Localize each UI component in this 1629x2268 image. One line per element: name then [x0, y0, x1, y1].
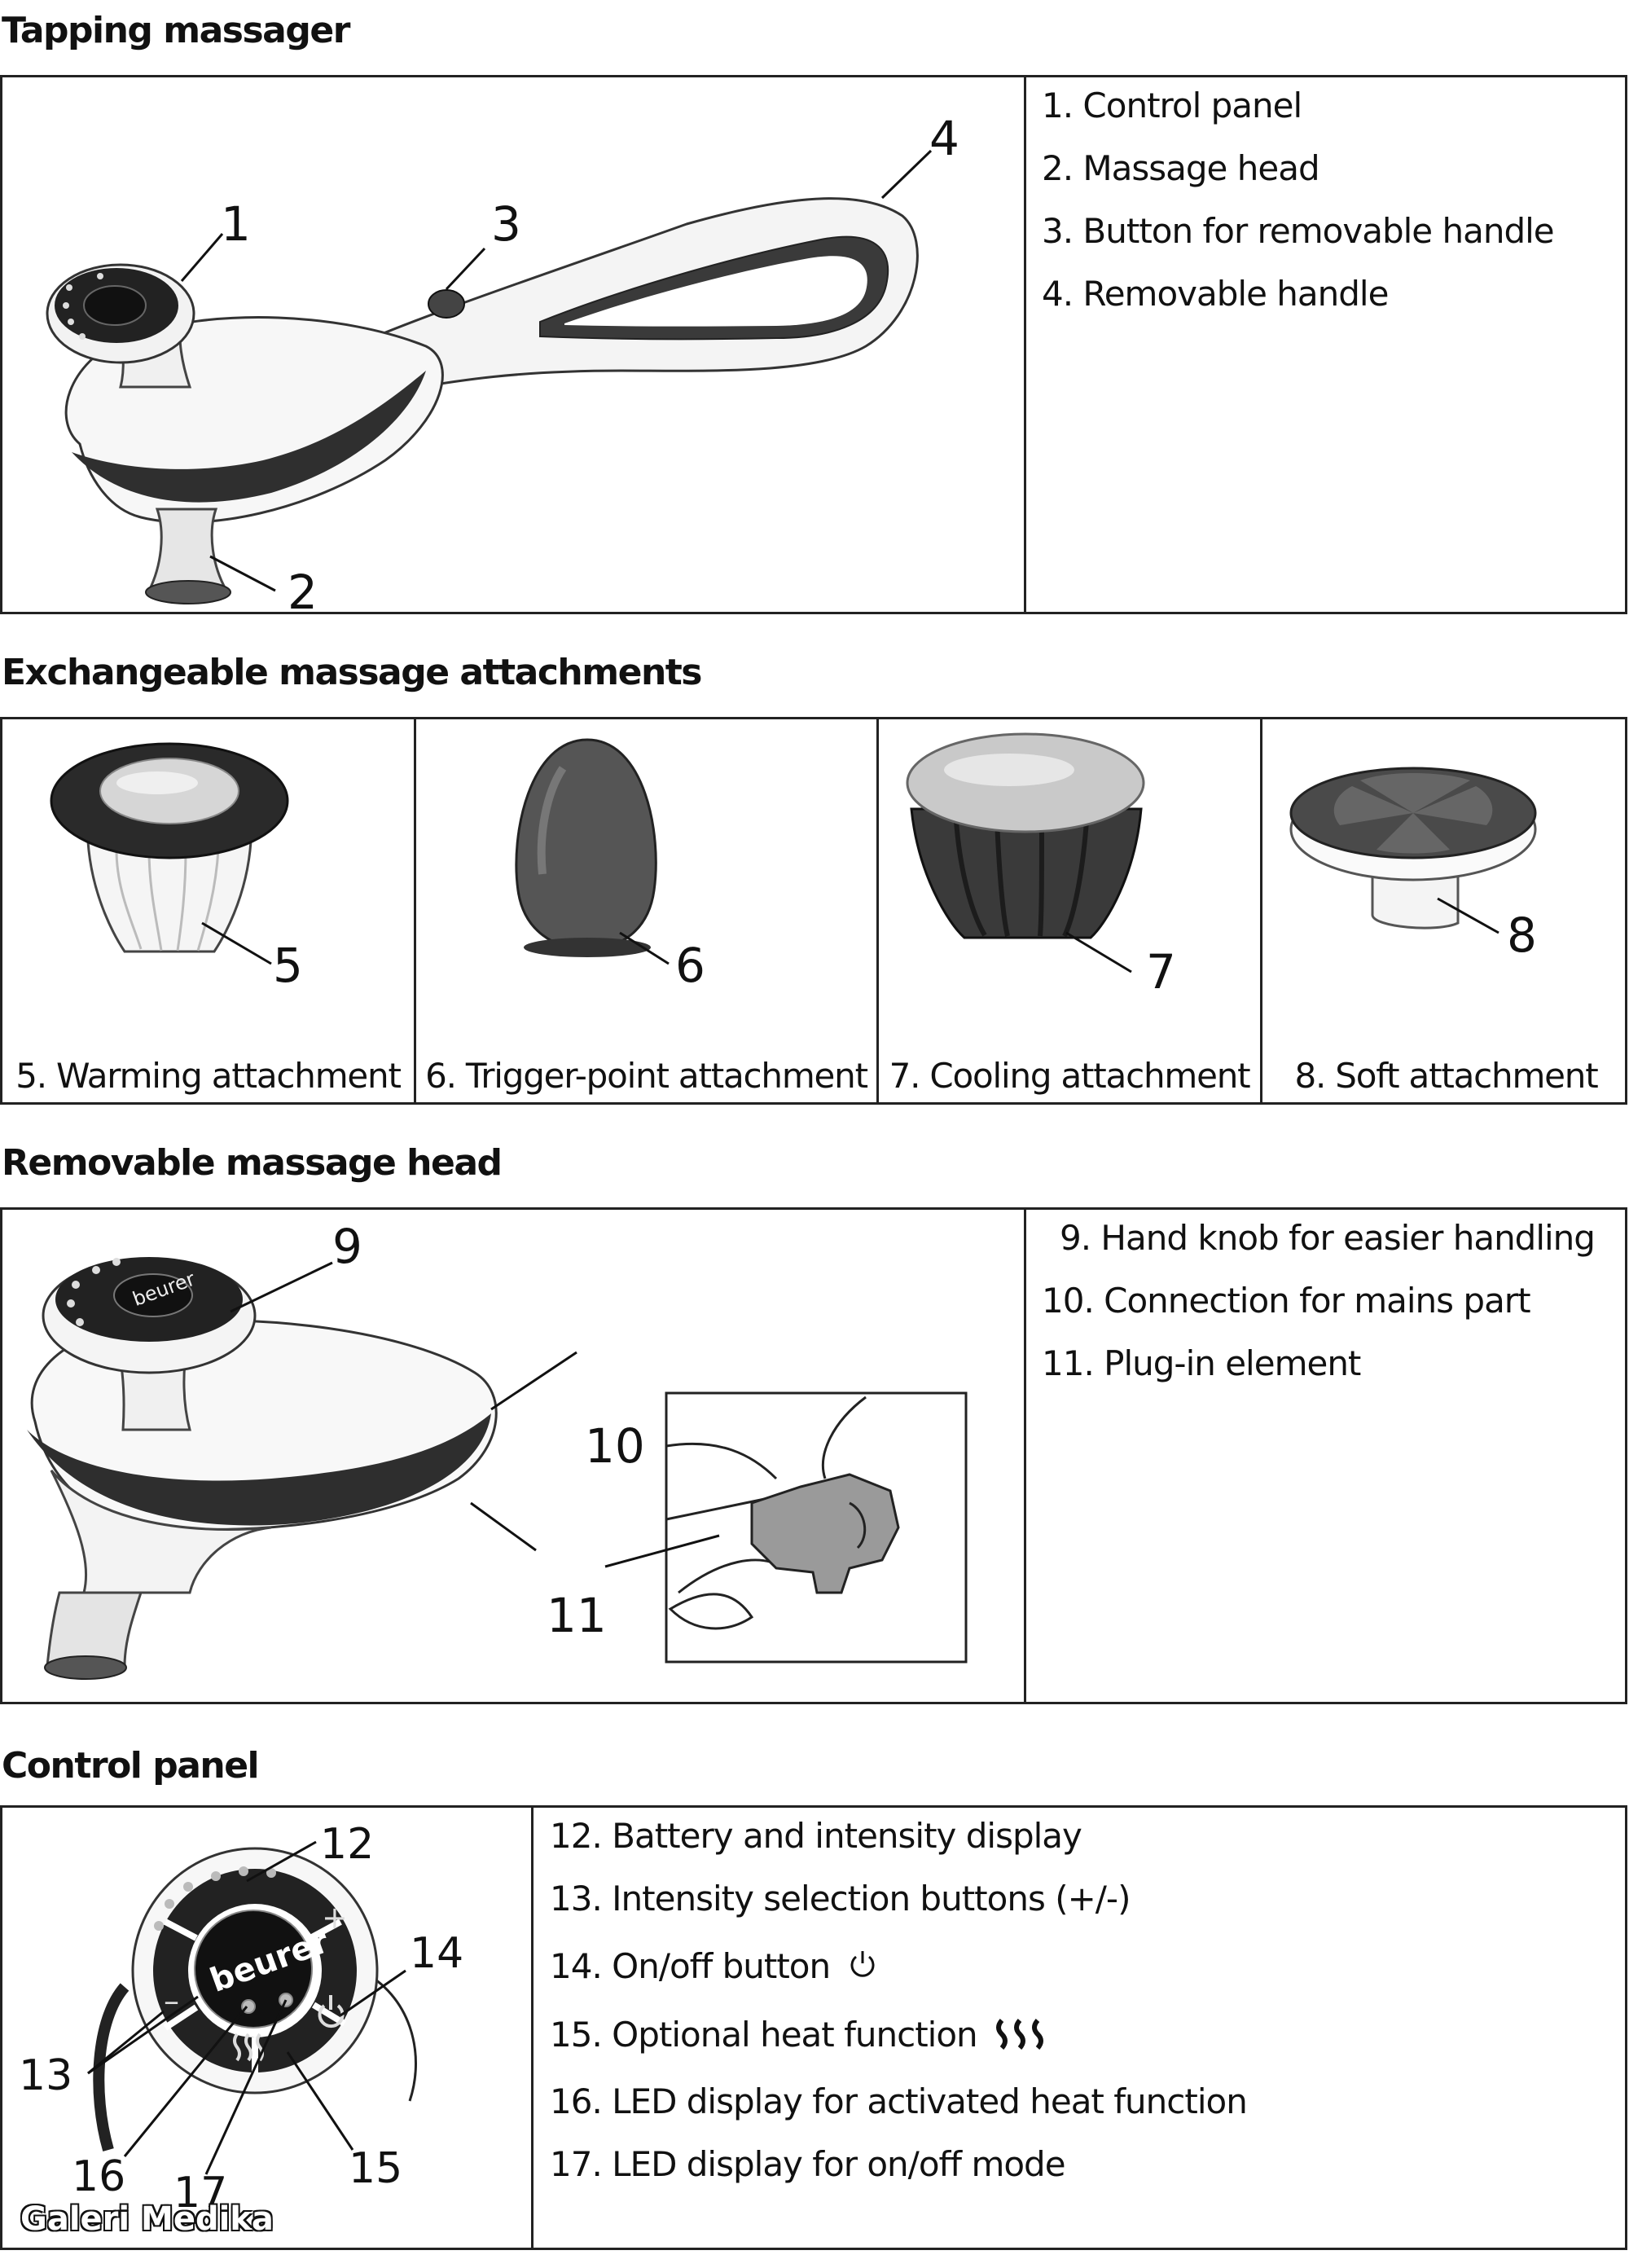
part-label: 12. Battery and intensity display — [550, 1816, 1082, 1856]
watermark: Galeri Medika — [20, 2200, 274, 2238]
soft-attachment-illustration: 8 — [1289, 767, 1537, 963]
attachment-caption: 5. Warming attachment — [15, 1056, 402, 1096]
trigger-point-attachment-illustration: 6 — [515, 738, 705, 993]
callout-14: 14 — [410, 1929, 463, 1978]
section-title-tapping-massager: Tapping massager — [2, 10, 350, 51]
part-label: 4. Removable handle — [1042, 274, 1389, 314]
callout-11: 11 — [547, 1588, 607, 1643]
part-label: 3. Button for removable handle — [1042, 211, 1555, 251]
part-label-with-icon: 14. On/off button — [550, 1946, 879, 1986]
callout-6: 6 — [675, 938, 705, 993]
part-label: 9. Hand knob for easier handling — [1060, 1218, 1596, 1258]
part-label: 13. Intensity selection buttons (+/-) — [550, 1879, 1131, 1919]
callout-13: 13 — [19, 2051, 72, 2100]
removable-head-panel: beurer 9 10 11 9. Hand knob for easier h… — [0, 1207, 1627, 1704]
callout-9: 9 — [332, 1219, 362, 1274]
attachment-warming: 5 5. Warming attachment — [2, 719, 414, 1102]
removable-head-illustration: beurer 9 10 11 — [27, 1219, 968, 1680]
attachment-cooling: 7 7. Cooling attachment — [879, 719, 1260, 1102]
callout-15: 15 — [349, 2144, 402, 2193]
tapping-massager-panel: 1 2 3 4 1. Control panel 2. Massage head… — [0, 75, 1627, 620]
callout-8: 8 — [1507, 908, 1537, 963]
tapping-massager-illustration: 1 2 3 4 — [46, 111, 959, 620]
minus-button-label: – — [164, 1983, 179, 2019]
callout-12: 12 — [320, 1820, 374, 1869]
part-label: 11. Plug-in element — [1042, 1343, 1361, 1383]
control-panel-panel: beurer + – — [0, 1805, 1627, 2250]
section-title-removable-head: Removable massage head — [2, 1142, 503, 1184]
heat-wave-icon — [996, 2019, 1043, 2050]
part-label: 10. Connection for mains part — [1042, 1281, 1531, 1321]
callout-7: 7 — [1146, 944, 1176, 1000]
part-label-with-icon: 15. Optional heat function — [550, 2015, 1049, 2055]
attachment-trigger-point: 6 6. Trigger-point attachment — [416, 719, 876, 1102]
callout-16: 16 — [72, 2152, 125, 2201]
section-title-attachments: Exchangeable massage attachments — [2, 652, 702, 693]
control-panel-illustration: beurer + – — [19, 1820, 463, 2217]
callout-10: 10 — [585, 1418, 645, 1474]
attachment-soft: 8 8. Soft attachment — [1262, 719, 1629, 1102]
power-icon — [318, 1995, 345, 2028]
plus-button-label: + — [322, 1900, 348, 1936]
attachment-caption: 6. Trigger-point attachment — [425, 1056, 868, 1096]
callout-3: 3 — [491, 196, 521, 252]
callout-5: 5 — [273, 938, 303, 993]
power-icon — [850, 1951, 875, 1977]
part-label: 16. LED display for activated heat funct… — [550, 2081, 1248, 2121]
section-title-control-panel: Control panel — [2, 1745, 260, 1787]
cooling-attachment-illustration: 7 — [906, 732, 1176, 1000]
warming-attachment-illustration: 5 — [50, 742, 303, 993]
callout-2: 2 — [288, 565, 318, 620]
part-label: 2. Massage head — [1042, 148, 1320, 188]
attachment-caption: 8. Soft attachment — [1294, 1056, 1598, 1096]
callout-17: 17 — [173, 2169, 227, 2217]
part-label: 1. Control panel — [1042, 86, 1302, 125]
attachment-caption: 7. Cooling attachment — [889, 1056, 1251, 1096]
callout-4: 4 — [929, 111, 959, 166]
callout-1: 1 — [221, 196, 251, 252]
part-label: 17. LED display for on/off mode — [550, 2144, 1066, 2184]
attachments-panel: 5 5. Warming attachment 6 6. Trigger-poi… — [0, 717, 1627, 1105]
heat-wave-icon — [233, 2033, 264, 2062]
